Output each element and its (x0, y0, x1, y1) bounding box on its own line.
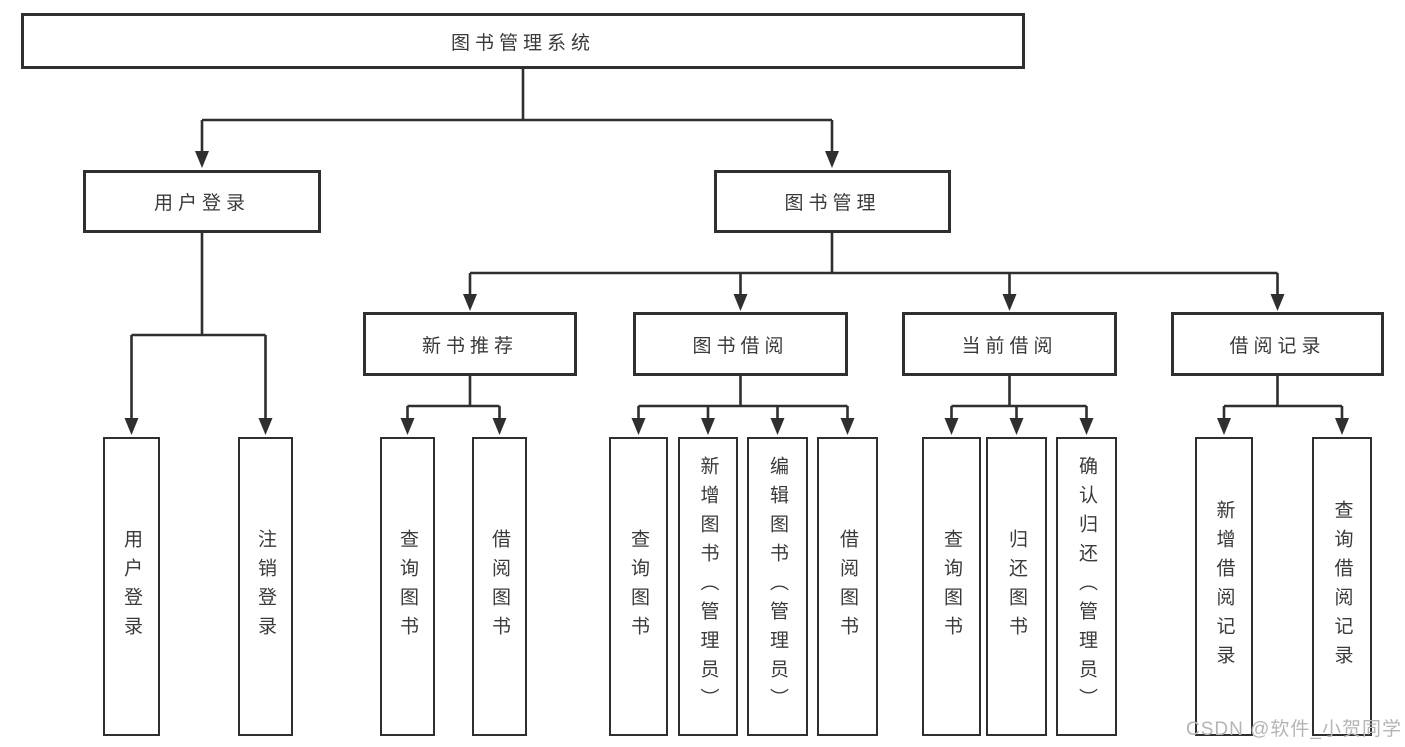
connector-borrowing-records-branch (1222, 376, 1344, 419)
connector-new-book-branch (406, 376, 501, 419)
connector-root-branch (200, 68, 834, 152)
watermark: CSDN @软件_小贺同学 (1186, 719, 1402, 740)
leaf-user-login: 用户登录 (103, 437, 160, 736)
leaf-logout: 注销登录 (238, 437, 293, 736)
connector-current-borrowing-branch (950, 376, 1088, 419)
node-current-borrowing: 当前借阅 (902, 312, 1117, 376)
leaf-edit-books-admin: 编辑图书（管理员） (747, 437, 808, 736)
leaf-query-books-current: 查询图书 (922, 437, 981, 736)
arrowheads (124, 151, 1349, 435)
connector-user-login-branch (130, 233, 267, 419)
leaf-confirm-return-admin: 确认归还（管理员） (1056, 437, 1117, 736)
leaf-borrow-books: 借阅图书 (817, 437, 878, 736)
node-book-borrowing: 图书借阅 (633, 312, 848, 376)
node-user-login: 用户登录 (83, 170, 321, 233)
leaf-return-books: 归还图书 (986, 437, 1047, 736)
node-book-management: 图书管理 (714, 170, 951, 233)
leaf-borrow-books-recommend: 借阅图书 (472, 437, 527, 736)
connector-book-management-branch (468, 233, 1279, 295)
node-root: 图书管理系统 (21, 13, 1025, 69)
leaf-query-books-recommend: 查询图书 (380, 437, 435, 736)
node-new-book-recommend: 新书推荐 (363, 312, 577, 376)
leaf-add-borrow-record: 新增借阅记录 (1195, 437, 1253, 736)
leaf-query-borrow-record: 查询借阅记录 (1312, 437, 1372, 736)
leaf-add-books-admin: 新增图书（管理员） (678, 437, 738, 736)
connector-book-borrowing-branch (637, 376, 849, 419)
node-borrowing-records: 借阅记录 (1171, 312, 1384, 376)
leaf-query-books-borrowing: 查询图书 (609, 437, 668, 736)
